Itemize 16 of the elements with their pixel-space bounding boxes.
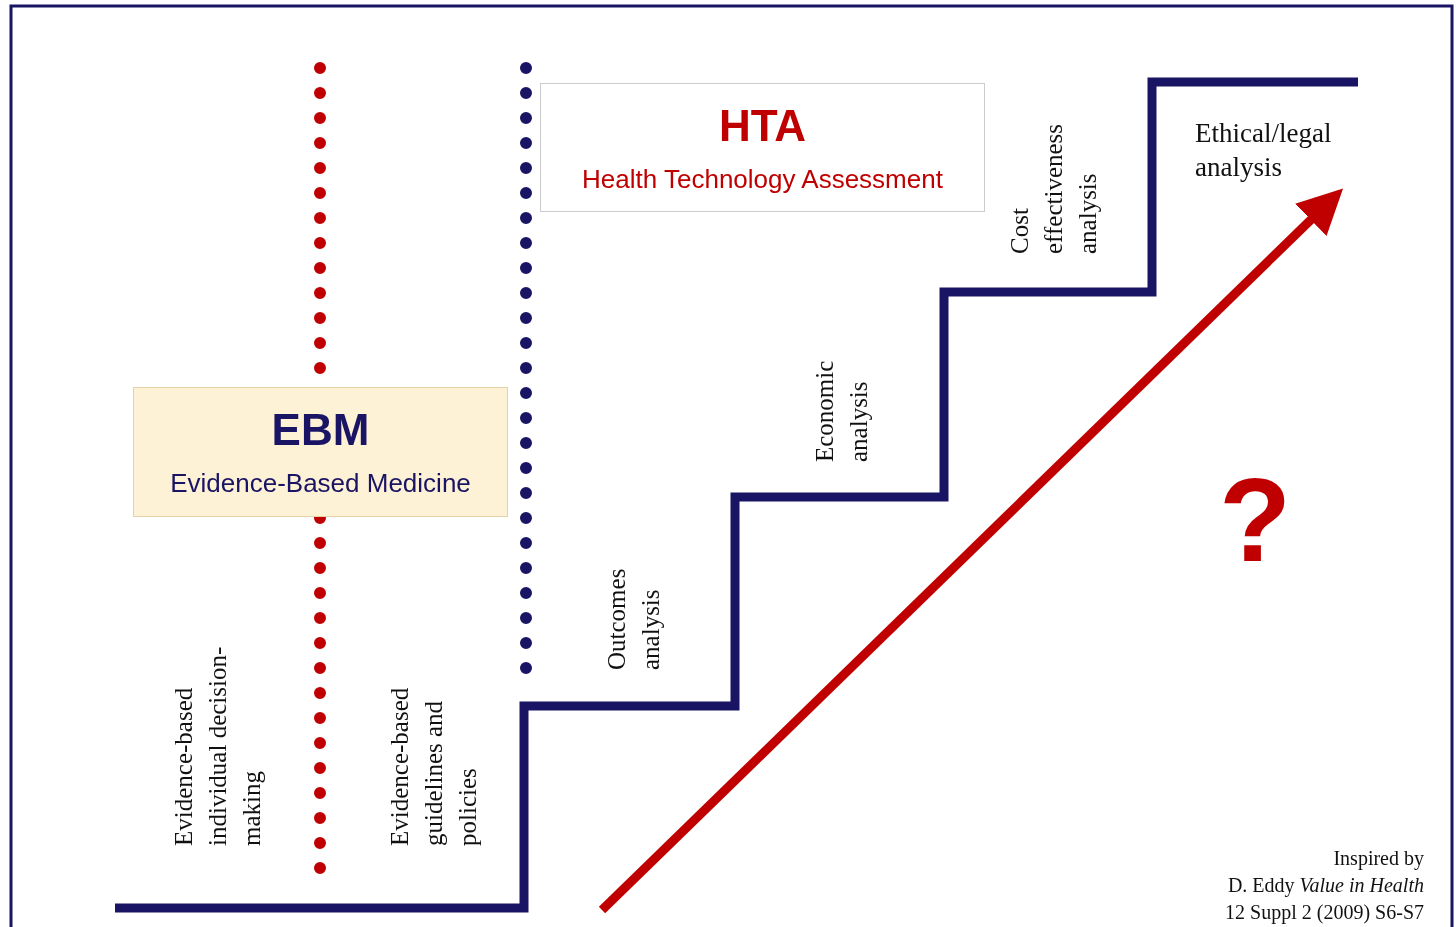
step-label: Economic analysis xyxy=(810,359,873,462)
title-box xyxy=(133,387,508,517)
question-mark: ? xyxy=(1217,455,1293,585)
citation-text: Inspired by xyxy=(1333,846,1424,871)
step-label: Evidence-based guidelines and policies xyxy=(385,686,482,846)
step-label: Ethical/legal analysis xyxy=(1195,117,1333,184)
step-label: Cost effectiveness analysis xyxy=(1005,122,1102,254)
step-label: Evidence-based individual decision-making xyxy=(169,646,266,846)
subtitle: Evidence-Based Medicine xyxy=(170,467,471,500)
step-label: Outcomes analysis xyxy=(602,567,665,670)
title-box xyxy=(540,83,985,212)
citation-text: D. Eddy Value in Health xyxy=(1227,873,1424,898)
heading: EBM xyxy=(271,404,370,456)
subtitle: Health Technology Assessment xyxy=(582,162,943,196)
heading: HTA xyxy=(718,99,807,152)
citation-text: 12 Suppl 2 (2009) S6-S7 xyxy=(1225,900,1424,925)
